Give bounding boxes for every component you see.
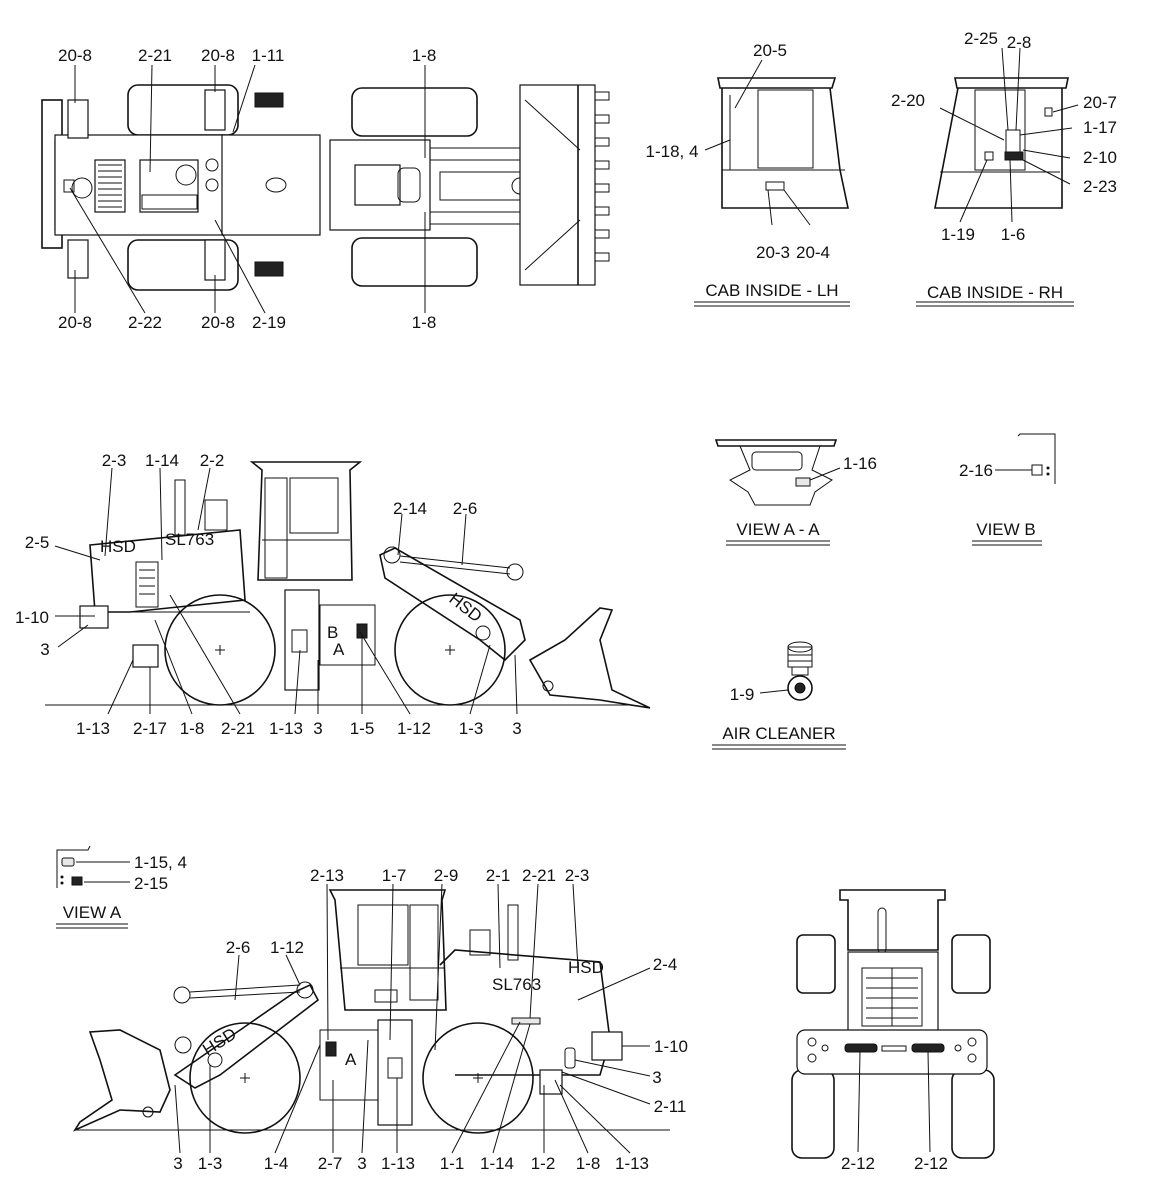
section-a-lh: A [333,640,345,659]
callout-1-7: 1-7 [382,866,407,885]
callout-2-21: 2-21 [138,46,172,65]
callout-1-19: 1-19 [941,225,975,244]
callout-2-5: 2-5 [25,533,50,552]
top-view: 20-8 2-21 20-8 1-11 1-8 20-8 2-22 20-8 2… [41,46,610,332]
callout-3-lh-b: 3 [313,719,322,738]
callout-2-8: 2-8 [1007,33,1032,52]
callout-1-1: 1-1 [440,1154,465,1173]
callout-2-12-b: 2-12 [914,1154,948,1173]
callout-20-8-c: 20-8 [58,313,92,332]
callout-2-19: 2-19 [252,313,286,332]
rear-view: 2-12 2-12 [791,889,995,1173]
title-view-a: VIEW A [63,903,122,922]
callout-1-15-4: 1-15, 4 [134,853,187,872]
section-b-lh: B [327,623,338,642]
callout-2-17: 2-17 [133,719,167,738]
callout-1-3-rh: 1-3 [198,1154,223,1173]
view-a-a: 1-16 VIEW A - A [714,439,877,546]
callout-20-8-d: 20-8 [201,313,235,332]
callout-1-9: 1-9 [730,685,755,704]
model-mark-lh: SL763 [165,530,214,549]
callout-1-18-4: 1-18, 4 [646,142,699,161]
callout-1-13-lh-b: 1-13 [269,719,303,738]
section-a-rh: A [345,1050,357,1069]
air-cleaner: 1-9 AIR CLEANER [712,641,846,750]
title-cab-inside-lh: CAB INSIDE - LH [705,281,838,300]
brand-mark-rear-rh: HSD [568,958,604,977]
callout-1-13-lh-a: 1-13 [76,719,110,738]
cab-inside-rh: 2-25 2-8 2-20 20-7 1-17 2-10 2-23 1-19 1… [891,29,1117,307]
callout-20-8-b: 20-8 [201,46,235,65]
callout-3-lh-a: 3 [40,640,49,659]
callout-1-3-lh: 1-3 [459,719,484,738]
callout-2-16: 2-16 [959,461,993,480]
callout-2-2: 2-2 [200,451,225,470]
callout-2-4: 2-4 [653,955,678,974]
callout-2-12-a: 2-12 [841,1154,875,1173]
callout-1-8-b: 1-8 [412,313,437,332]
callout-1-13-rh-a: 1-13 [381,1154,415,1173]
callout-1-12-rh: 1-12 [270,938,304,957]
callout-2-1: 2-1 [486,866,511,885]
cab-inside-lh: 20-5 1-18, 4 20-3 20-4 CAB INSIDE - LH [646,41,850,307]
callout-1-10-rh: 1-10 [654,1037,688,1056]
callout-2-10: 2-10 [1083,148,1117,167]
callout-1-8-lh: 1-8 [180,719,205,738]
callout-2-6-rh: 2-6 [226,938,251,957]
callout-3-rh-a: 3 [652,1068,661,1087]
callout-2-3-lh: 2-3 [102,451,127,470]
callout-2-14: 2-14 [393,499,427,518]
callout-20-8-a: 20-8 [58,46,92,65]
callout-20-4: 20-4 [796,243,830,262]
model-mark-rh: SL763 [492,975,541,994]
brand-mark-rear-lh: HSD [100,537,136,556]
side-view-lh: SL763 HSD B A HSD [15,451,651,738]
callout-2-13: 2-13 [310,866,344,885]
callout-20-3: 20-3 [756,243,790,262]
callout-3-lh-c: 3 [512,719,521,738]
title-view-a-a: VIEW A - A [736,520,820,539]
view-b: 2-16 VIEW B [959,433,1056,546]
callout-3-rh-b: 3 [173,1154,182,1173]
callout-3-rh-c: 3 [357,1154,366,1173]
callout-1-13-rh-b: 1-13 [615,1154,649,1173]
callout-2-22: 2-22 [128,313,162,332]
callout-1-8-rh: 1-8 [576,1154,601,1173]
callout-1-16: 1-16 [843,454,877,473]
side-view-rh: HSD A SL763 HSD [72,866,688,1173]
callout-1-4: 1-4 [264,1154,289,1173]
callout-2-6-lh: 2-6 [453,499,478,518]
callout-20-5: 20-5 [753,41,787,60]
callout-1-5: 1-5 [350,719,375,738]
callout-2-7: 2-7 [318,1154,343,1173]
callout-1-11: 1-11 [252,46,285,65]
callout-1-14-rh: 1-14 [480,1154,514,1173]
callout-2-21-lh: 2-21 [221,719,255,738]
callout-1-10-lh: 1-10 [15,608,49,627]
callout-20-7: 20-7 [1083,93,1117,112]
callout-2-25: 2-25 [964,29,998,48]
callout-1-6: 1-6 [1001,225,1026,244]
callout-2-21-rh: 2-21 [522,866,556,885]
callout-2-3-rh: 2-3 [565,866,590,885]
callout-1-17: 1-17 [1083,118,1117,137]
callout-1-12-lh: 1-12 [397,719,431,738]
title-air-cleaner: AIR CLEANER [722,724,835,743]
callout-1-2: 1-2 [531,1154,556,1173]
title-cab-inside-rh: CAB INSIDE - RH [927,283,1063,302]
callout-2-9: 2-9 [434,866,459,885]
callout-2-23: 2-23 [1083,177,1117,196]
callout-1-8-a: 1-8 [412,46,437,65]
callout-1-14-lh: 1-14 [145,451,179,470]
title-view-b: VIEW B [976,520,1036,539]
view-a: 1-15, 4 2-15 VIEW A [56,845,187,929]
callout-2-11: 2-11 [654,1097,687,1116]
callout-2-20: 2-20 [891,91,925,110]
callout-2-15: 2-15 [134,874,168,893]
